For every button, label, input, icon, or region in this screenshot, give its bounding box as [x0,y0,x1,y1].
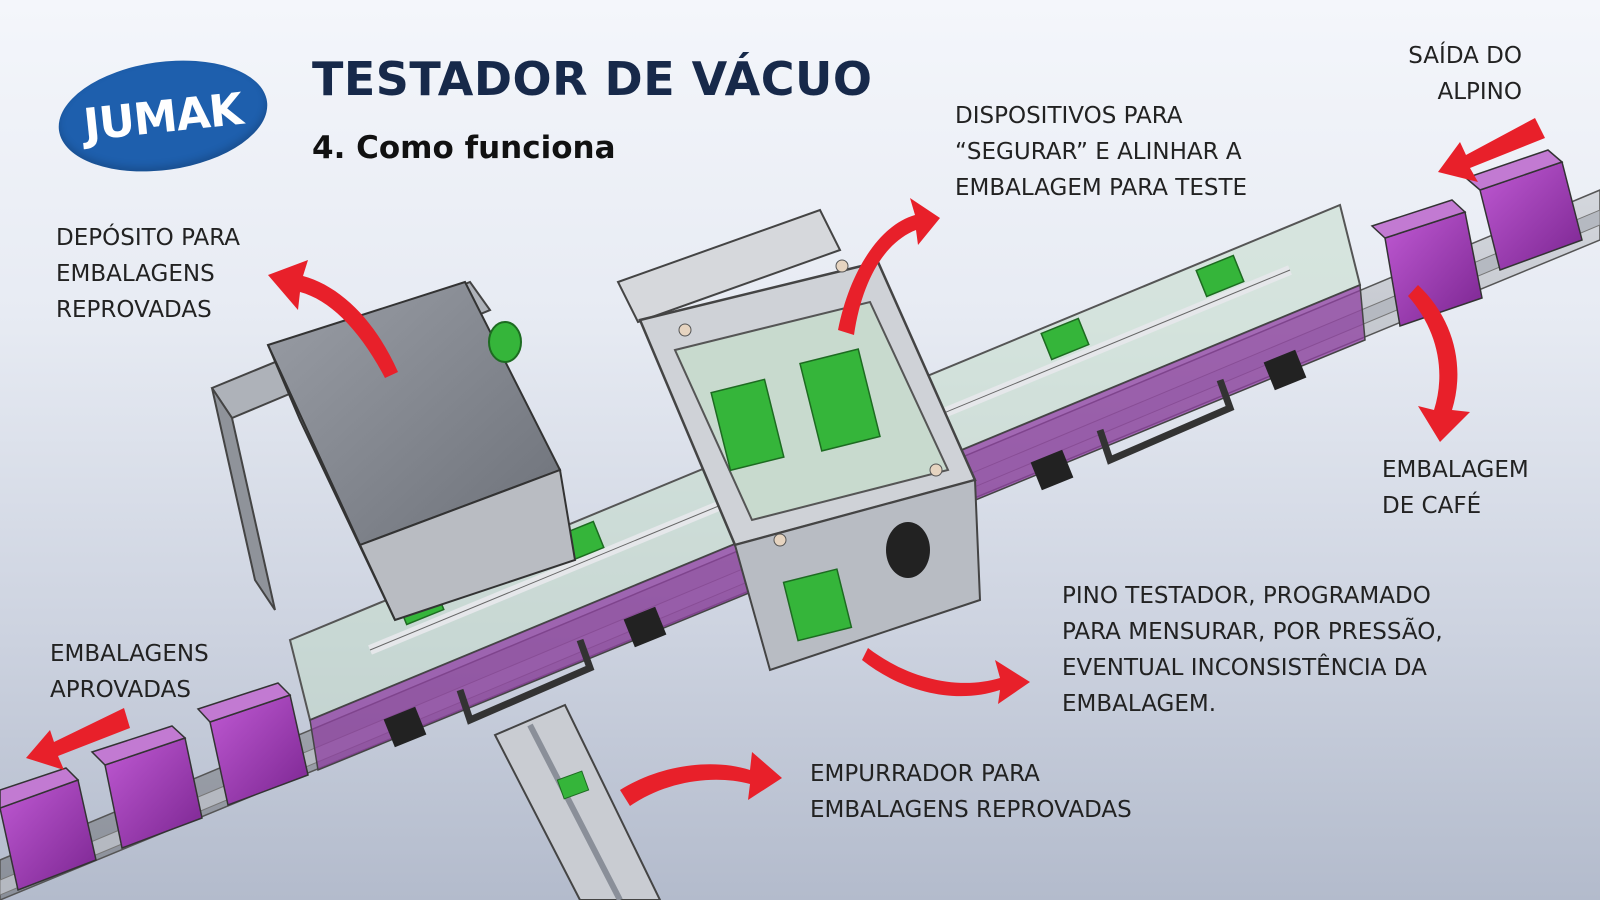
jumak-logo: JUMAK [51,47,275,185]
page-title: TESTADOR DE VÁCUO [312,52,873,106]
label-pino-testador: PINO TESTADOR, PROGRAMADO PARA MENSURAR,… [1062,583,1443,717]
arrow-saida [1438,118,1545,182]
pusher-cylinder [493,703,662,900]
label-saida-do-alpino: SAÍDA DO ALPINO [1408,43,1522,105]
package-coffee-1 [1464,149,1583,271]
package-coffee-2 [1370,199,1483,327]
package-approved-1 [0,767,97,892]
reject-deposit-box [210,280,577,622]
arrow-deposito [268,260,398,378]
label-empurrador: EMPURRADOR PARA EMBALAGENS REPROVADAS [810,761,1132,823]
label-aprovadas: EMBALAGENS APROVADAS [50,641,209,703]
arrow-empurrador [620,752,782,806]
package-approved-2 [90,725,203,850]
package-approved-3 [196,682,309,807]
arrow-cafe [1408,285,1470,442]
test-head-housing [616,208,982,672]
arrow-pino [862,648,1030,704]
label-dispositivos: DISPOSITIVOS PARA “SEGURAR” E ALINHAR A … [955,103,1248,201]
arrow-dispositivos [838,198,940,335]
label-embalagem-cafe: EMBALAGEM DE CAFÉ [1382,457,1529,519]
page-subtitle: 4. Como funciona [312,130,616,166]
arrow-aprovadas [26,708,130,770]
label-deposito: DEPÓSITO PARA EMBALAGENS REPROVADAS [56,225,240,323]
